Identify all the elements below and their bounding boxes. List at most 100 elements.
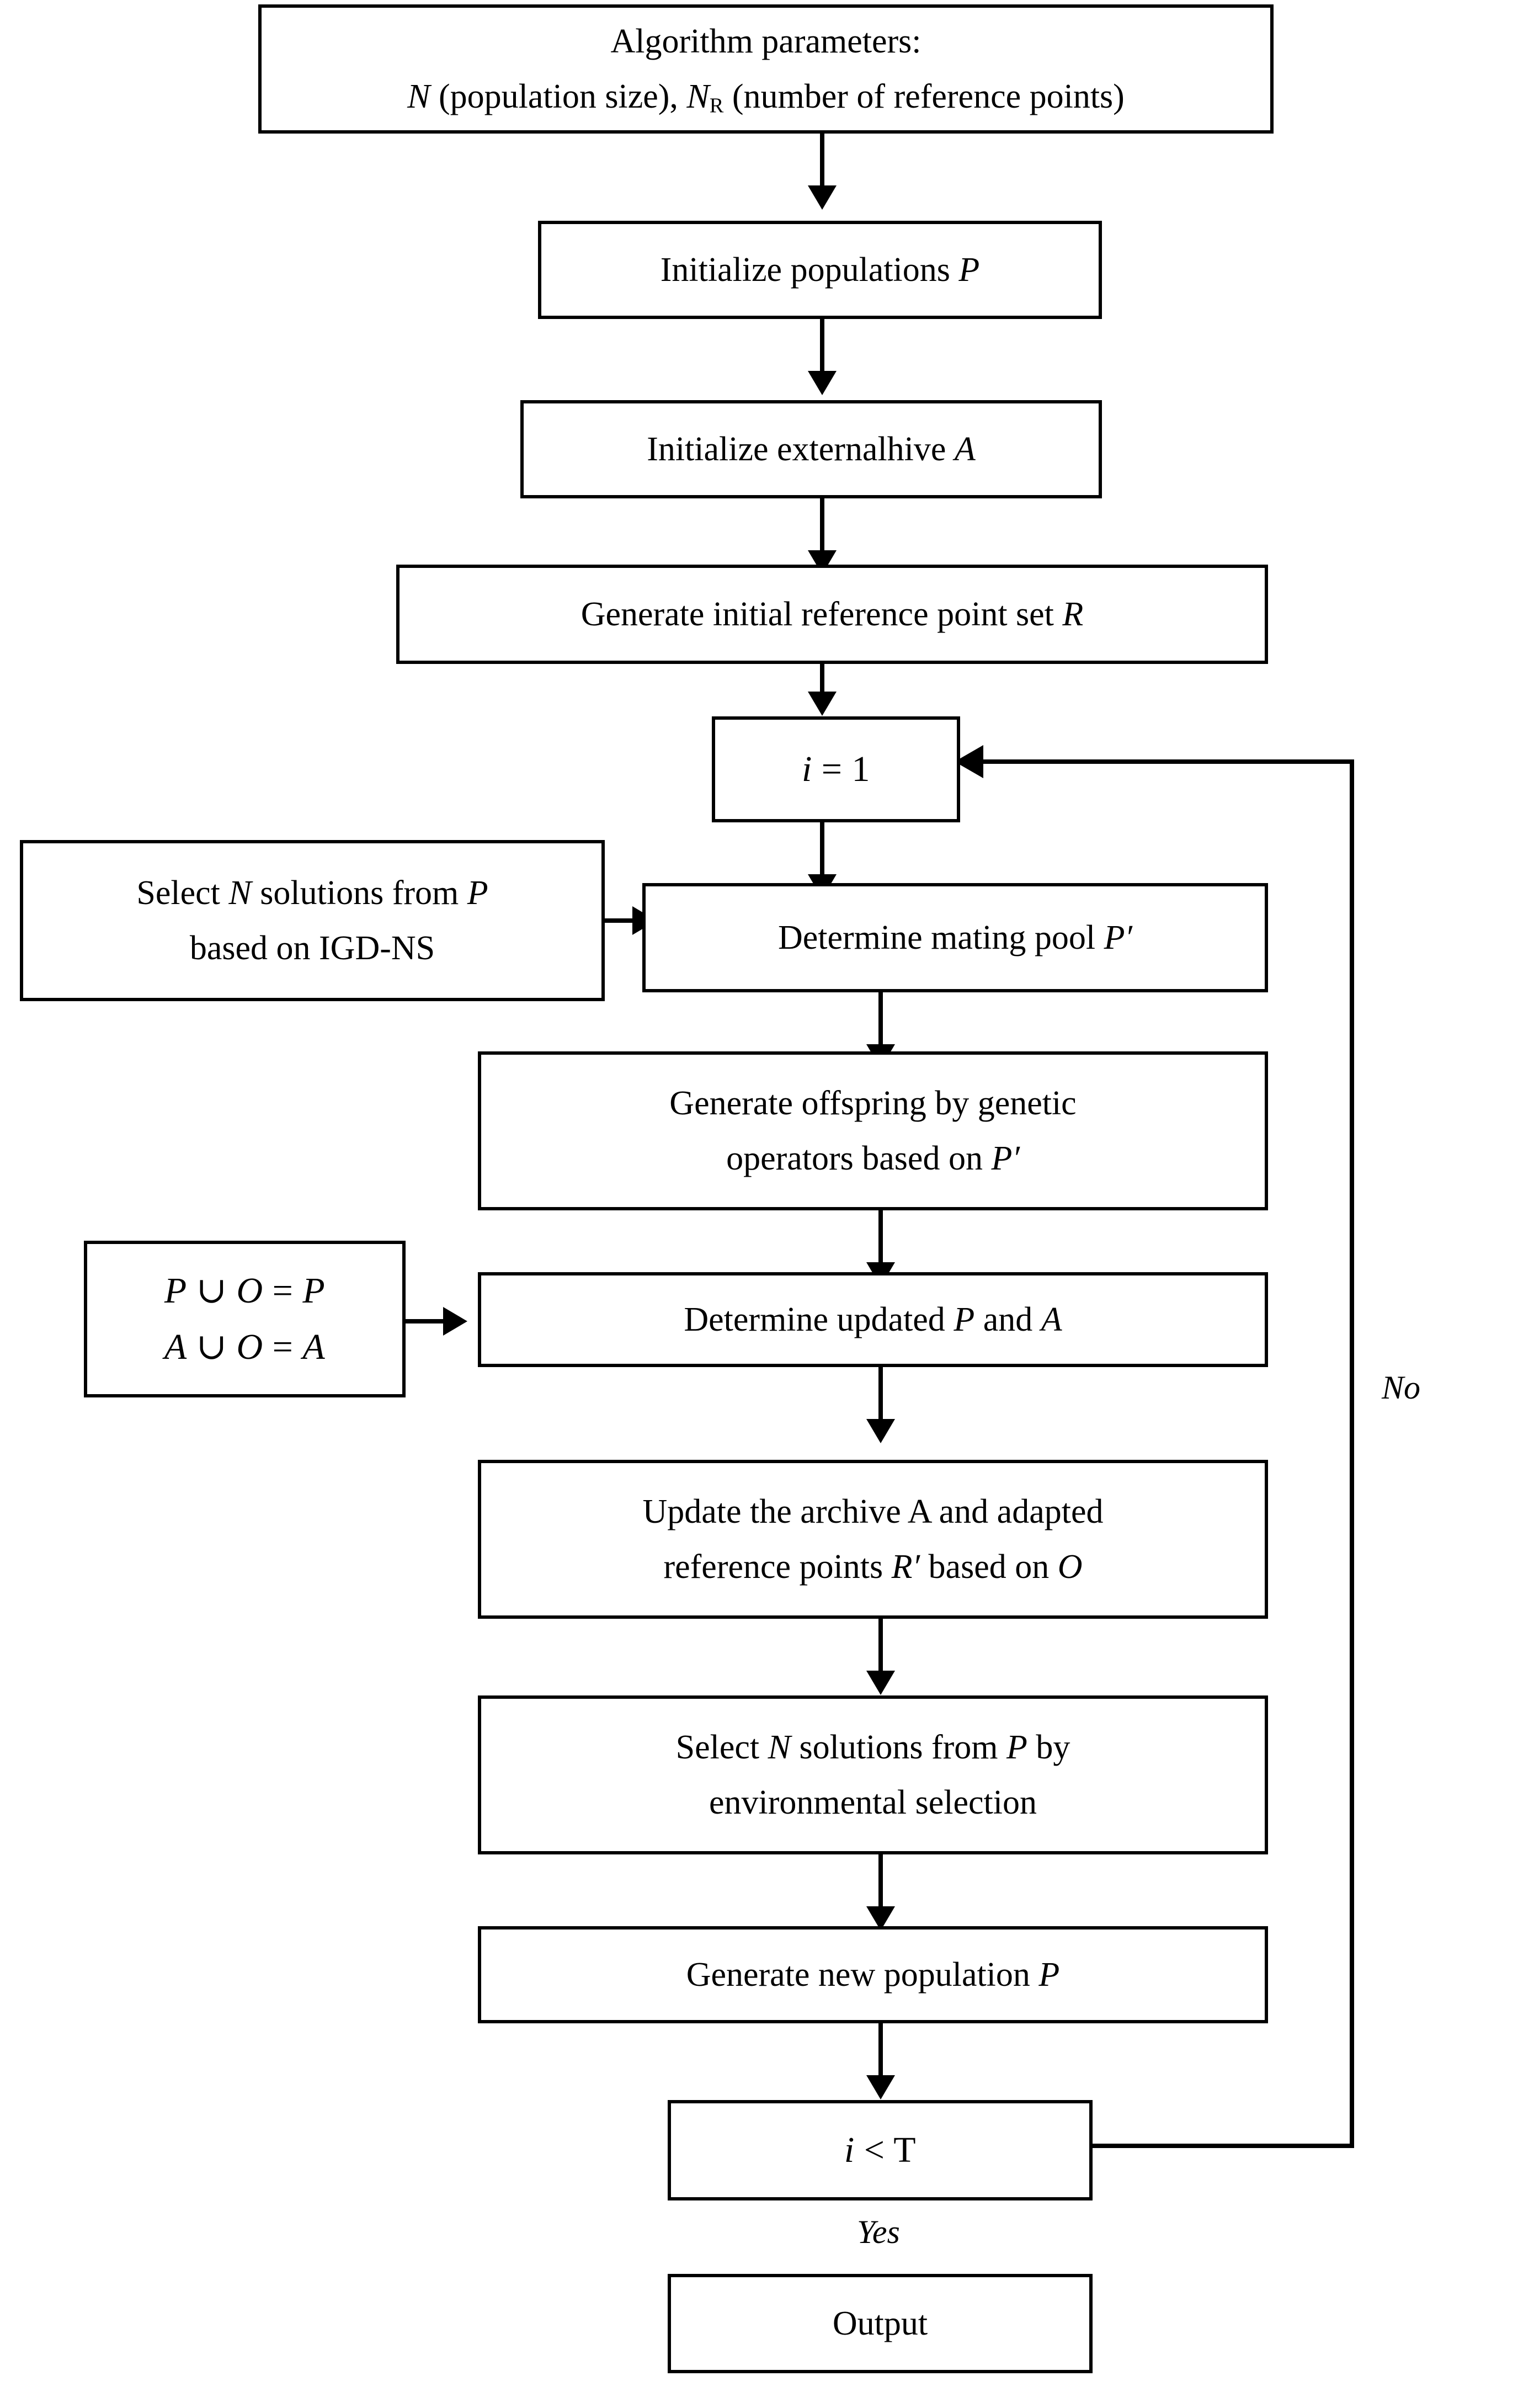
- union-eq1-o: O: [236, 1270, 263, 1311]
- node-generate-reference-points: Generate initial reference point set R: [396, 565, 1268, 664]
- edge-archive-to-envselect-arrow: [866, 1671, 895, 1695]
- offspring-line2-prefix: operators based on: [726, 1140, 992, 1177]
- offspring-pprime: P′: [991, 1140, 1020, 1177]
- envselect-n: N: [768, 1728, 791, 1766]
- edge-envselect-to-newpop-line: [878, 1854, 883, 1915]
- params-line-1: Algorithm parameters:: [610, 22, 922, 60]
- newpop-symbol: P: [1038, 1955, 1060, 1994]
- node-output: Output: [668, 2274, 1093, 2373]
- edge-offspring-to-update-line: [878, 1210, 883, 1271]
- node-initialize-populations-text: Initialize populations P: [661, 246, 980, 294]
- node-initialize-external-hive-text: Initialize externalhive A: [647, 425, 976, 474]
- node-initialize-populations: Initialize populations P: [538, 221, 1102, 319]
- matingpool-prefix: Determine mating pool: [777, 918, 1104, 956]
- node-determine-mating-pool-text: Determine mating pool P′: [778, 913, 1132, 962]
- updatearchive-rprime: R′: [891, 1548, 920, 1586]
- edge-no-branch-vertical: [1350, 759, 1354, 2146]
- node-generate-offspring: Generate offspring by genetic operators b…: [478, 1051, 1268, 1210]
- edge-newpop-to-condition-arrow: [866, 2075, 895, 2099]
- envselect-mid: solutions from: [791, 1728, 1006, 1766]
- node-algorithm-parameters-text: Algorithm parameters: N (population size)…: [407, 14, 1125, 125]
- union-eq2-equals: =: [263, 1327, 303, 1367]
- updatearchive-line1: Update the archive A and adapted: [642, 1492, 1104, 1530]
- edge-params-to-initpop-arrow: [808, 185, 837, 210]
- inithive-prefix: Initialize externalhive: [647, 430, 955, 468]
- node-loop-condition-text: i < T: [844, 2124, 916, 2176]
- params-pop-size: (population size),: [430, 78, 687, 115]
- matingpool-symbol: P′: [1104, 918, 1132, 956]
- updatepa-prefix: Determine updated: [684, 1300, 954, 1338]
- envselect-by: by: [1027, 1728, 1070, 1766]
- edge-inithive-to-genref-line: [820, 498, 824, 559]
- node-determine-mating-pool: Determine mating pool P′: [642, 883, 1268, 992]
- params-nr-subscript: R: [709, 94, 724, 118]
- edge-archive-to-envselect-line: [878, 1619, 883, 1679]
- selectigd-n: N: [228, 874, 252, 912]
- condition-var: i: [844, 2130, 855, 2171]
- edge-mating-to-offspring-line: [878, 992, 883, 1053]
- edge-no-branch-horizontal-bottom: [1093, 2144, 1354, 2148]
- node-generate-reference-points-text: Generate initial reference point set R: [581, 590, 1084, 639]
- union-eq2-a: A: [164, 1327, 187, 1367]
- node-determine-updated-pa: Determine updated P and A: [478, 1272, 1268, 1367]
- envselect-prefix: Select: [675, 1728, 768, 1766]
- edge-label-no: No: [1382, 1369, 1421, 1406]
- node-generate-new-population: Generate new population P: [478, 1926, 1268, 2023]
- updatearchive-refpts: reference points: [663, 1548, 892, 1586]
- union-eq2-result: A: [302, 1327, 326, 1367]
- initpop-symbol: P: [958, 251, 980, 289]
- node-initialize-external-hive: Initialize externalhive A: [520, 400, 1102, 498]
- edge-union-to-update-arrow: [443, 1307, 467, 1336]
- edge-genref-to-iterinit-line: [820, 664, 824, 697]
- node-update-archive: Update the archive A and adapted referenc…: [478, 1460, 1268, 1619]
- edge-params-to-initpop-line: [820, 134, 824, 194]
- updatearchive-o: O: [1057, 1548, 1083, 1586]
- node-iteration-init-text: i = 1: [802, 743, 870, 795]
- edge-update-to-archive-arrow: [866, 1419, 895, 1443]
- selectigd-prefix: Select: [136, 874, 229, 912]
- inithive-symbol: A: [954, 430, 976, 468]
- edge-update-to-archive-line: [878, 1367, 883, 1428]
- node-determine-updated-pa-text: Determine updated P and A: [684, 1295, 1062, 1344]
- offspring-line1: Generate offspring by genetic: [669, 1084, 1077, 1122]
- iterinit-value: = 1: [812, 749, 871, 790]
- edge-newpop-to-condition-line: [878, 2023, 883, 2084]
- updatepa-and: and: [974, 1300, 1041, 1338]
- union-eq2-op: ∪: [187, 1327, 237, 1367]
- union-eq1-equals: =: [263, 1270, 303, 1311]
- edge-genref-to-iterinit-arrow: [808, 692, 837, 716]
- selectigd-line2: based on IGD-NS: [189, 929, 435, 967]
- edge-iterinit-to-mating-line: [820, 822, 824, 883]
- node-update-archive-text: Update the archive A and adapted referenc…: [643, 1484, 1104, 1595]
- node-environmental-selection-text: Select N solutions from P by environmenta…: [676, 1720, 1070, 1831]
- updatearchive-basedon: based on: [920, 1548, 1058, 1586]
- selectigd-mid: solutions from: [251, 874, 467, 912]
- params-n: N: [407, 78, 430, 115]
- node-iteration-init: i = 1: [712, 716, 960, 822]
- union-eq1-result: P: [302, 1270, 326, 1311]
- updatepa-a: A: [1041, 1300, 1062, 1338]
- union-eq2-o: O: [236, 1327, 263, 1367]
- edge-no-branch-horizontal-top: [978, 759, 1354, 764]
- union-eq1-op: ∪: [187, 1270, 237, 1311]
- iterinit-var: i: [801, 749, 812, 790]
- envselect-line2: environmental selection: [709, 1784, 1037, 1821]
- envselect-p: P: [1006, 1728, 1027, 1766]
- initpop-prefix: Initialize populations: [660, 251, 959, 289]
- genref-prefix: Generate initial reference point set: [580, 595, 1063, 633]
- condition-test: < T: [854, 2130, 917, 2171]
- newpop-prefix: Generate new population: [686, 1955, 1039, 1994]
- edge-union-to-update-line: [406, 1319, 451, 1323]
- edge-selectigd-to-mating-line: [605, 918, 640, 923]
- selectigd-p: P: [467, 874, 488, 912]
- node-generate-new-population-text: Generate new population P: [686, 1950, 1060, 1999]
- edge-initpop-to-inithive-arrow: [808, 371, 837, 395]
- union-eq1-p: P: [164, 1270, 187, 1311]
- node-generate-offspring-text: Generate offspring by genetic operators b…: [669, 1076, 1076, 1187]
- params-nr: N: [686, 78, 710, 115]
- genref-symbol: R: [1062, 595, 1084, 633]
